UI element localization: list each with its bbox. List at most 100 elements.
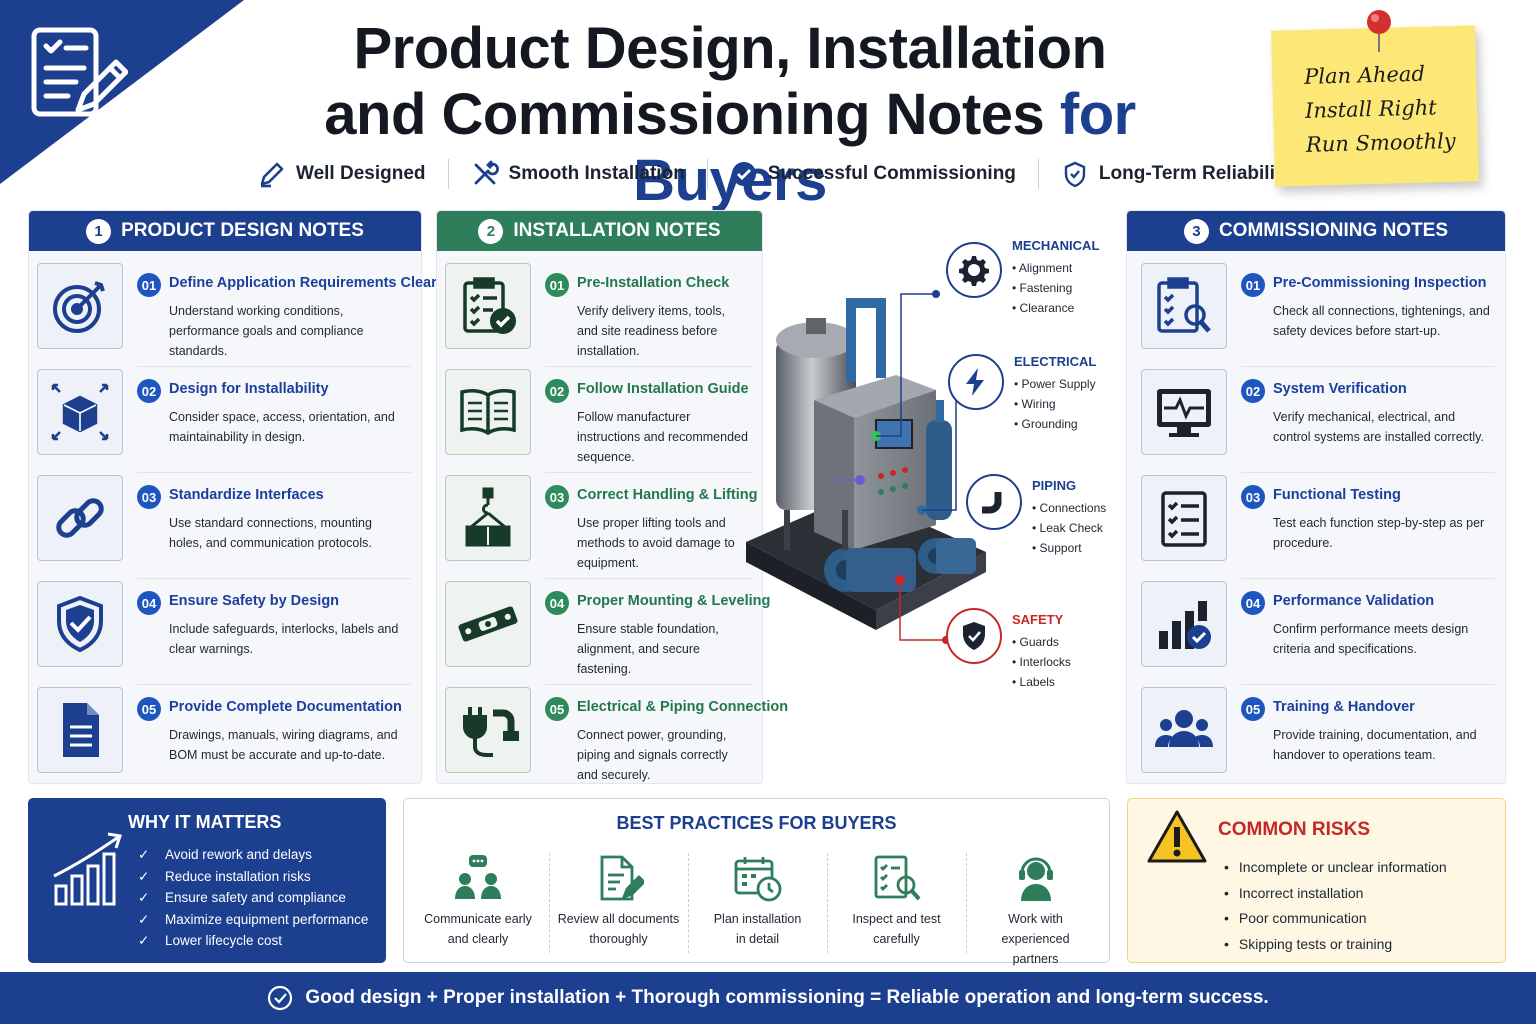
risk-item: Incomplete or unclear information <box>1224 855 1447 881</box>
commissioning-panel: 3 COMMISSIONING NOTES 01 Pre-Commissioni… <box>1126 210 1506 784</box>
why-list: Avoid rework and delays Reduce installat… <box>138 844 368 952</box>
item-icon-box <box>1141 687 1227 773</box>
why-it-matters-panel: WHY IT MATTERS Avoid rework and delays R… <box>28 798 386 963</box>
target-icon <box>53 281 105 333</box>
sticky-line: Plan Ahead <box>1303 61 1426 89</box>
item-icon-box <box>1141 581 1227 667</box>
list-item: 04 Performance Validation Confirm perfor… <box>1141 578 1495 685</box>
label-line: carefully <box>873 932 920 946</box>
callout-item: Interlocks <box>1012 652 1071 672</box>
callout-item: Wiring <box>1014 394 1096 414</box>
title-accent: for Buyers <box>633 82 1136 213</box>
list-item: 05 Training & Handover Provide training,… <box>1141 684 1495 791</box>
sticky-line: Install Right <box>1304 95 1437 123</box>
callout-title: ELECTRICAL <box>1014 354 1097 369</box>
item-description: Use proper lifting tools and methods to … <box>577 516 735 570</box>
item-icon-box <box>445 263 531 349</box>
item-title: Functional Testing <box>1273 487 1401 503</box>
item-number: 05 <box>545 697 569 721</box>
check-circle-icon <box>731 162 756 186</box>
skid-equipment-illustration <box>746 298 986 630</box>
item-description: Include safeguards, interlocks, labels a… <box>169 622 399 656</box>
callout-item: Guards <box>1012 632 1071 652</box>
panel-title: INSTALLATION NOTES <box>513 220 721 241</box>
item-number: 01 <box>137 273 161 297</box>
panel-header: 3 COMMISSIONING NOTES <box>1127 211 1505 251</box>
title-line-1: Product Design, Installation <box>353 16 1107 81</box>
panel-number: 1 <box>86 218 112 244</box>
item-description: Check all connections, tightenings, and … <box>1273 304 1490 338</box>
risks-list: Incomplete or unclear information Incorr… <box>1224 855 1447 957</box>
panel-title: PRODUCT DESIGN NOTES <box>121 220 364 241</box>
item-title: Proper Mounting & Leveling <box>577 593 771 609</box>
item-description: Verify delivery items, tools, and site r… <box>577 304 725 358</box>
item-title: Training & Handover <box>1273 699 1415 715</box>
growth-chart-icon <box>53 832 122 906</box>
clipboard-check-icon <box>463 277 516 334</box>
item-title: Design for Installability <box>169 381 329 397</box>
title-line-2-main: and Commissioning Notes <box>324 82 1045 147</box>
callout-item: Alignment <box>1012 258 1074 278</box>
checklist-icon <box>1161 491 1207 547</box>
item-icon-box <box>445 475 531 561</box>
why-item: Reduce installation risks <box>138 866 368 888</box>
panel-header: 2 INSTALLATION NOTES <box>437 211 762 251</box>
tagline-successful-commissioning: Successful Commissioning <box>706 159 1038 189</box>
list-item: 01 Pre-Commissioning Inspection Check al… <box>1141 263 1495 367</box>
item-number: 02 <box>1241 379 1265 403</box>
tagline-smooth-installation: Smooth Installation <box>447 159 707 189</box>
pencil-icon <box>260 162 284 188</box>
item-number: 03 <box>137 485 161 509</box>
label-line: in detail <box>735 932 780 946</box>
shield-check-icon <box>963 622 985 650</box>
installation-panel: 2 INSTALLATION NOTES 01 Pre-Installation… <box>436 210 788 784</box>
why-item: Lower lifecycle cost <box>138 930 368 952</box>
item-title: Performance Validation <box>1273 593 1435 609</box>
document-icon <box>63 703 99 757</box>
pipe-icon <box>982 492 1002 514</box>
best-practices-panel: BEST PRACTICES FOR BUYERS Communicate ea… <box>403 798 1110 966</box>
footer-banner: Good design + Proper installation + Thor… <box>0 972 1536 1024</box>
item-icon-box <box>37 263 123 349</box>
callout-item: Clearance <box>1012 298 1075 318</box>
label-line: partners <box>1012 952 1059 966</box>
item-description: Confirm performance meets design criteri… <box>1273 622 1469 656</box>
monitor-pulse-icon <box>1157 389 1211 437</box>
item-number: 01 <box>545 273 569 297</box>
item-number: 01 <box>1241 273 1265 297</box>
crane-hook-icon <box>465 487 511 547</box>
shield-check-icon <box>57 595 103 653</box>
list-item: 01 Pre-Installation Check Verify deliver… <box>445 263 752 367</box>
list-item: 02 System Verification Verify mechanical… <box>1141 366 1495 473</box>
list-item: 04 Ensure Safety by Design Include safeg… <box>37 578 411 685</box>
product-design-panel: 1 PRODUCT DESIGN NOTES 01 Define Applica… <box>28 210 449 784</box>
piping-callout-icon <box>966 474 1022 530</box>
page-title: Product Design, Installation and Commiss… <box>220 16 1240 214</box>
callout-item: Connections <box>1032 498 1107 518</box>
risk-item: Incorrect installation <box>1224 881 1447 907</box>
item-description: Drawings, manuals, wiring diagrams, and … <box>169 728 398 762</box>
callout-item: Support <box>1032 538 1106 558</box>
item-description: Test each function step-by-step as per p… <box>1273 516 1485 550</box>
item-description: Provide training, documentation, and han… <box>1273 728 1477 762</box>
item-icon-box <box>1141 475 1227 561</box>
item-icon-box <box>1141 263 1227 349</box>
best-title: BEST PRACTICES FOR BUYERS <box>616 813 897 833</box>
item-description: Understand working conditions, performan… <box>169 304 364 358</box>
link-icon <box>56 498 104 538</box>
tagline-well-designed: Well Designed <box>236 159 448 189</box>
item-number: 04 <box>545 591 569 615</box>
shield-icon <box>1064 161 1086 188</box>
list-item: 03 Functional Testing Test each function… <box>1141 472 1495 579</box>
label-line: Communicate early <box>424 912 532 926</box>
risk-item: Poor communication <box>1224 906 1447 932</box>
panel-number: 2 <box>478 218 504 244</box>
item-icon-box <box>37 369 123 455</box>
list-item: 04 Proper Mounting & Leveling Ensure sta… <box>445 578 770 685</box>
item-title: Follow Installation Guide <box>577 381 749 397</box>
why-item: Ensure safety and compliance <box>138 887 368 909</box>
